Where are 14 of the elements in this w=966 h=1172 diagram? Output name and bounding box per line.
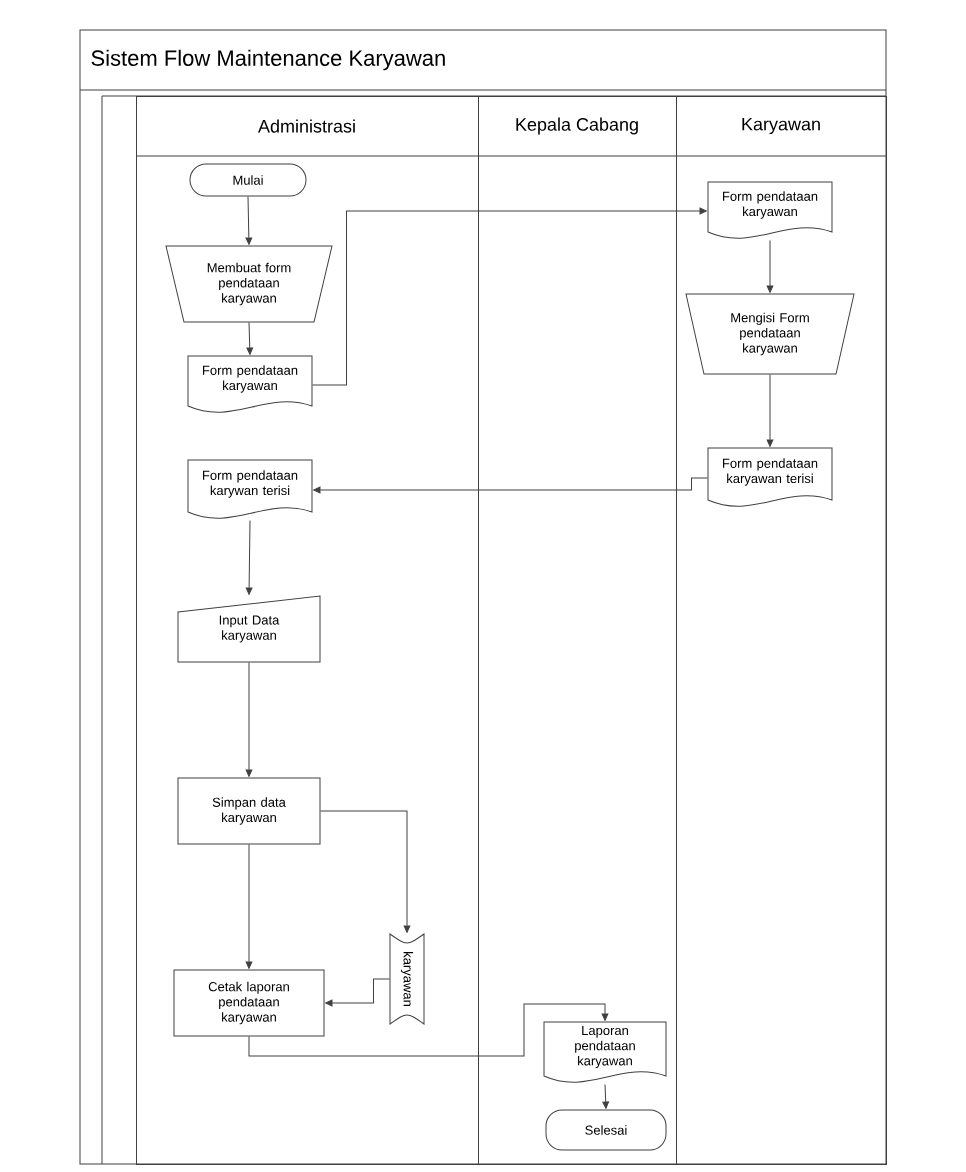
arrow	[320, 810, 411, 933]
arrow	[248, 1003, 609, 1057]
arrow	[325, 978, 390, 1007]
arrow	[246, 322, 254, 355]
arrow	[602, 1084, 610, 1109]
arrow	[245, 662, 253, 777]
arrow	[312, 207, 707, 386]
arrow	[245, 196, 253, 245]
arrow	[766, 374, 774, 447]
arrow	[245, 844, 253, 969]
arrow	[245, 520, 253, 595]
title: Sistem Flow Maintenance Karyawan	[91, 49, 445, 71]
arrow	[766, 240, 774, 293]
arrow	[313, 477, 708, 494]
